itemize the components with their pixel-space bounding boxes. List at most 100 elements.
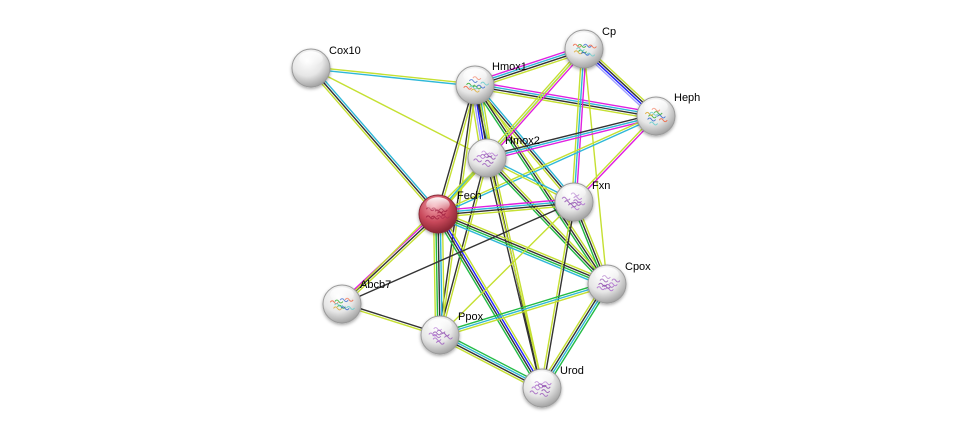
node-highlight	[562, 185, 586, 200]
edge-fxn-abcb7[interactable]	[341, 201, 575, 305]
edge-cp-cpox[interactable]	[583, 48, 608, 285]
node-highlight	[428, 318, 452, 333]
edge-hmox2-cpox[interactable]	[484, 155, 610, 287]
node-label: Hmox2	[505, 135, 540, 147]
edge-evidence-textmining	[341, 157, 488, 305]
edge-evidence-cooccurrence	[434, 215, 540, 391]
edge-abcb7-hmox2[interactable]	[341, 157, 488, 305]
edge-fech-cpox[interactable]	[436, 210, 609, 288]
node-fxn[interactable]: Fxn	[554, 180, 610, 222]
edge-evidence-experiments	[475, 81, 657, 114]
edge-evidence-database	[439, 283, 608, 336]
edge-hmox1-fxn[interactable]	[472, 83, 577, 204]
edge-evidence-textmining	[438, 85, 477, 215]
node-label: Heph	[674, 92, 700, 104]
edge-evidence-coexpression	[485, 158, 542, 389]
edge-evidence-database	[437, 200, 574, 214]
edge-heph-fxn[interactable]	[572, 114, 658, 204]
edge-evidence-database	[312, 66, 441, 214]
edge-evidence-textmining	[484, 47, 583, 158]
node-highlight	[644, 99, 668, 114]
edge-evidence-experiments	[574, 116, 658, 204]
edge-evidence-coexpression	[474, 84, 575, 203]
edge-evidence-textmining	[476, 83, 610, 284]
edge-evidence-textmining	[441, 213, 446, 335]
edge-evidence-textmining	[432, 214, 437, 336]
node-highlight	[426, 197, 450, 212]
edge-evidence-cooccurrence	[484, 159, 606, 287]
edge-cpox-urod[interactable]	[538, 281, 611, 391]
edge-hmox2-urod[interactable]	[485, 157, 544, 389]
edge-evidence-textmining	[311, 66, 476, 85]
node-label: Ppox	[458, 311, 484, 323]
node-label: Cox10	[329, 45, 361, 57]
edge-evidence-textmining	[475, 84, 544, 388]
node-hmox2[interactable]: Hmox2	[467, 135, 540, 178]
edge-evidence-coexpression	[438, 212, 608, 284]
edge-evidence-textmining	[440, 158, 489, 336]
edge-evidence-textmining	[438, 204, 575, 218]
edge-hmox1-fech[interactable]	[436, 84, 477, 215]
node-label: Cpox	[625, 261, 651, 273]
edge-heph-hmox2[interactable]	[486, 113, 657, 161]
node-fech[interactable]: Fech	[418, 190, 481, 234]
edge-evidence-experiments	[488, 49, 587, 160]
node-highlight	[530, 371, 554, 386]
edge-evidence-textmining	[440, 285, 608, 338]
node-highlight	[299, 51, 323, 66]
node-hmox1[interactable]: Hmox1	[455, 61, 527, 105]
edge-evidence-textmining	[308, 68, 437, 216]
node-cp[interactable]: Cp	[564, 26, 616, 69]
edge-evidence-database	[310, 68, 475, 87]
node-abcb7[interactable]: Abcb7	[322, 279, 391, 324]
edge-evidence-database	[475, 83, 657, 116]
edge-cox10-hmox1[interactable]	[310, 66, 476, 87]
node-heph[interactable]: Heph	[636, 92, 700, 136]
edge-evidence-textmining	[437, 114, 656, 214]
edge-evidence-database	[486, 115, 657, 159]
edge-fech-urod[interactable]	[434, 211, 546, 391]
node-highlight	[572, 32, 596, 47]
edge-cpox-ppox[interactable]	[439, 281, 608, 338]
node-highlight	[330, 287, 354, 302]
edge-hmox1-heph[interactable]	[474, 81, 657, 120]
edge-evidence-coexpression	[438, 157, 487, 335]
node-label: Urod	[560, 365, 584, 377]
edge-evidence-database	[439, 213, 443, 335]
edge-evidence-cooccurrence	[544, 285, 611, 391]
edge-evidence-textmining	[440, 85, 477, 336]
node-label: Fech	[457, 190, 481, 202]
edge-cp-fech[interactable]	[437, 48, 585, 215]
edge-fxn-urod[interactable]	[540, 201, 576, 389]
node-cox10[interactable]: Cox10	[291, 45, 361, 88]
edge-fxn-ppox[interactable]	[439, 201, 575, 336]
edge-fech-ppox[interactable]	[432, 213, 446, 336]
edge-hmox2-ppox[interactable]	[438, 157, 489, 336]
edge-evidence-coexpression	[436, 214, 542, 389]
edge-evidence-coexpression	[437, 213, 441, 336]
edge-evidence-coexpression	[486, 157, 608, 285]
node-highlight	[475, 141, 499, 156]
edge-evidence-textmining	[583, 48, 608, 285]
node-urod[interactable]: Urod	[522, 365, 584, 408]
node-cpox[interactable]: Cpox	[587, 261, 651, 304]
edge-evidence-textmining	[487, 157, 544, 388]
edge-evidence-database	[542, 284, 609, 389]
edge-evidence-coexpression	[341, 213, 439, 305]
edge-fech-fxn[interactable]	[437, 198, 575, 218]
edge-evidence-database	[476, 83, 577, 202]
node-ppox[interactable]: Ppox	[420, 311, 484, 355]
edge-evidence-textmining	[572, 114, 656, 202]
edge-evidence-coexpression	[438, 202, 575, 216]
edge-cp-fxn[interactable]	[571, 48, 587, 203]
edge-evidence-textmining	[474, 87, 656, 120]
edge-evidence-textmining	[538, 281, 605, 387]
node-label: Fxn	[592, 180, 610, 192]
edge-cox10-fech[interactable]	[308, 66, 441, 216]
node-highlight	[595, 267, 619, 282]
edge-evidence-textmining	[571, 48, 583, 202]
edge-evidence-textmining	[439, 201, 575, 336]
node-label: Cp	[602, 26, 616, 38]
edge-evidence-coexpression	[486, 113, 656, 157]
